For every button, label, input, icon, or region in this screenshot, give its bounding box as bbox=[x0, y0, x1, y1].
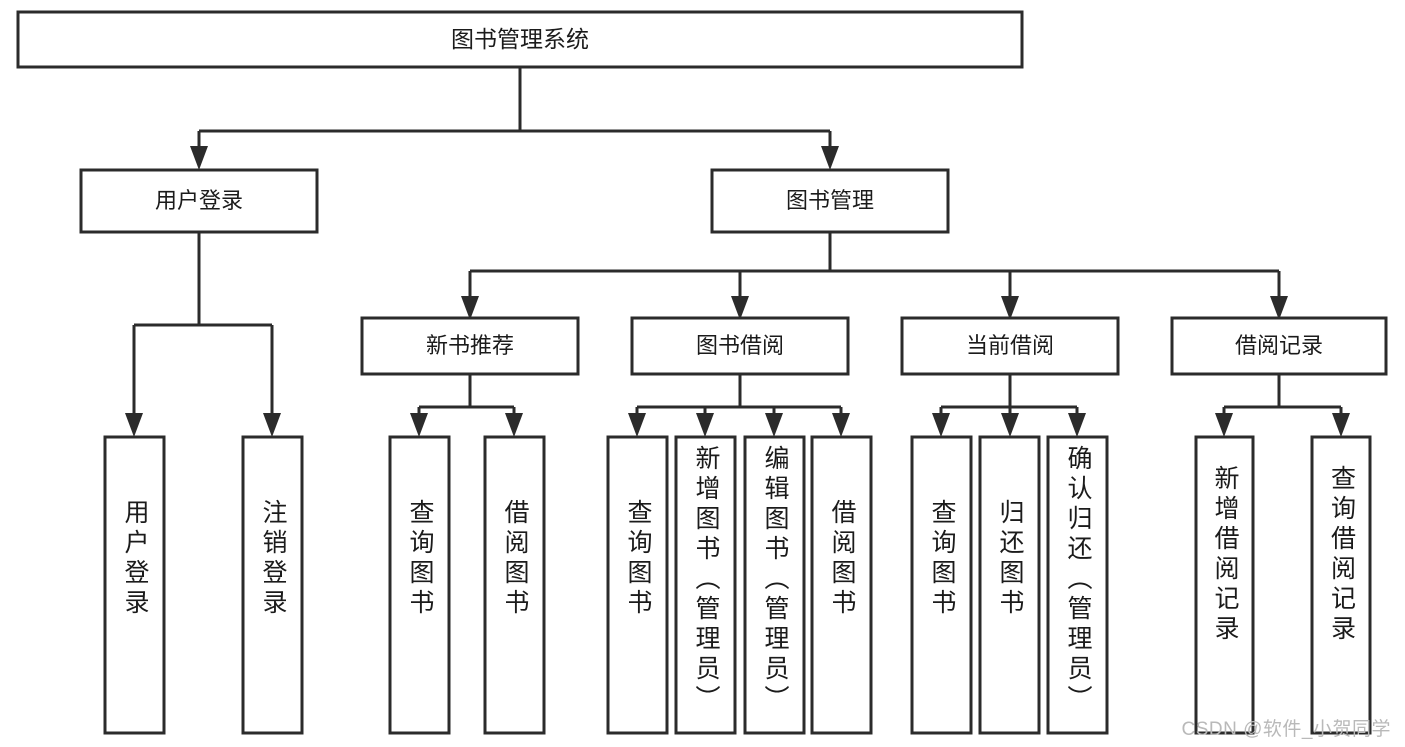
leaf-box-new-book-query[interactable] bbox=[388, 435, 451, 735]
connector-group-user-login bbox=[125, 232, 281, 437]
arrow-icon bbox=[461, 296, 479, 320]
arrow-icon bbox=[263, 413, 281, 437]
connector-group-current-borrow bbox=[932, 374, 1086, 437]
connector-group-borrow-record bbox=[1215, 374, 1350, 437]
node-book-borrow[interactable]: 图书借阅 bbox=[630, 316, 850, 376]
node-current-borrow-label: 当前借阅 bbox=[966, 333, 1054, 358]
node-current-borrow[interactable]: 当前借阅 bbox=[900, 316, 1120, 376]
arrow-icon bbox=[190, 146, 208, 170]
leaf-box-new-book-borrow[interactable] bbox=[483, 435, 546, 735]
node-root-system[interactable]: 图书管理系统 bbox=[16, 10, 1024, 69]
arrow-icon bbox=[1001, 413, 1019, 437]
arrow-icon bbox=[821, 146, 839, 170]
leaf-box-borrow-lend[interactable] bbox=[810, 435, 873, 735]
arrow-icon bbox=[932, 413, 950, 437]
node-new-book-recommend[interactable]: 新书推荐 bbox=[360, 316, 580, 376]
node-user-login[interactable]: 用户登录 bbox=[79, 168, 319, 234]
arrow-icon bbox=[1332, 413, 1350, 437]
leaf-box-current-confirm[interactable] bbox=[1046, 435, 1109, 735]
leaf-box-user-login-login[interactable] bbox=[103, 435, 166, 735]
leaf-box-borrow-edit[interactable] bbox=[743, 435, 806, 735]
arrow-icon bbox=[1215, 413, 1233, 437]
node-borrow-record-label: 借阅记录 bbox=[1235, 333, 1323, 358]
arrow-icon bbox=[1270, 296, 1288, 320]
leaf-box-borrow-add[interactable] bbox=[674, 435, 737, 735]
leaf-box-current-query[interactable] bbox=[910, 435, 973, 735]
arrow-icon bbox=[628, 413, 646, 437]
connector-group-book-borrow bbox=[628, 374, 850, 437]
node-book-management[interactable]: 图书管理 bbox=[710, 168, 950, 234]
arrow-icon bbox=[696, 413, 714, 437]
arrow-icon bbox=[731, 296, 749, 320]
arrow-icon bbox=[410, 413, 428, 437]
node-user-login-label: 用户登录 bbox=[155, 188, 243, 213]
arrow-icon bbox=[125, 413, 143, 437]
leaf-box-borrow-query[interactable] bbox=[606, 435, 669, 735]
arrow-icon bbox=[765, 413, 783, 437]
node-new-book-recommend-label: 新书推荐 bbox=[426, 333, 514, 358]
leaf-box-current-return[interactable] bbox=[978, 435, 1041, 735]
leaf-box-record-add[interactable] bbox=[1194, 435, 1255, 735]
leaf-box-record-query[interactable] bbox=[1310, 435, 1372, 735]
arrow-icon bbox=[1001, 296, 1019, 320]
arrow-icon bbox=[505, 413, 523, 437]
connector-group-new-book bbox=[410, 374, 523, 437]
arrow-icon bbox=[832, 413, 850, 437]
node-book-borrow-label: 图书借阅 bbox=[696, 333, 784, 358]
arrow-icon bbox=[1068, 413, 1086, 437]
node-book-management-label: 图书管理 bbox=[786, 188, 874, 213]
node-root-label: 图书管理系统 bbox=[451, 26, 589, 52]
connector-group-root bbox=[190, 67, 839, 170]
connector-group-book-mgmt bbox=[461, 232, 1288, 320]
watermark: CSDN @软件_小贺同学 bbox=[1181, 719, 1391, 740]
node-borrow-record[interactable]: 借阅记录 bbox=[1170, 316, 1388, 376]
leaf-box-user-login-logout[interactable] bbox=[241, 435, 304, 735]
